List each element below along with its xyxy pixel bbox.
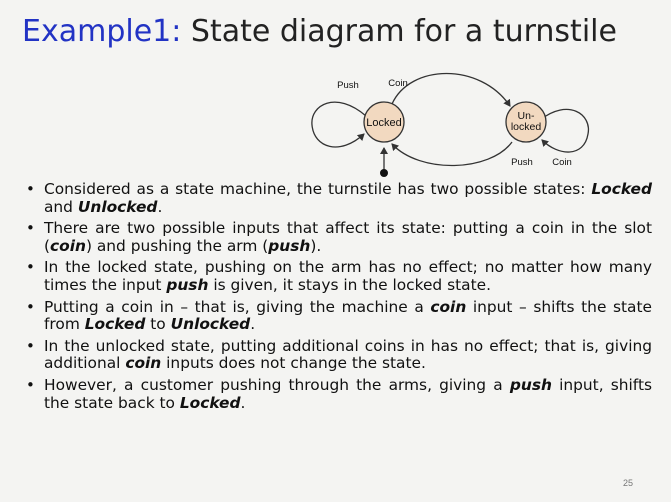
push-self-loop-locked [311,101,367,148]
coin-transition-arrow [391,73,511,107]
state-unlocked [505,101,547,143]
state-diagram: Locked Un- locked Push Coin Push Coin [311,73,590,177]
label-push-locked: Push [337,80,359,91]
state-unlocked-label-2: locked [511,121,542,133]
bullet-2: There are two possible inputs that affec… [26,219,652,255]
bullet-list: Considered as a state machine, the turns… [26,180,652,416]
label-push-unlocked: Push [511,157,533,168]
bullet-5: In the unlocked state, putting additiona… [26,337,652,373]
state-locked-label: Locked [366,117,401,129]
bullet-6: However, a customer pushing through the … [26,376,652,412]
title-accent: Example1: [22,14,182,49]
push-transition-arrow [391,141,513,167]
state-locked [363,101,405,143]
bullet-4: Putting a coin in – that is, giving the … [26,298,652,334]
title-text: State diagram for a turnstile [181,14,617,49]
initial-state-dot [380,169,388,177]
slide-title: Example1: State diagram for a turnstile [22,12,617,52]
bullet-1: Considered as a state machine, the turns… [26,180,652,216]
coin-self-loop-unlocked [539,108,590,153]
page-number: 25 [622,478,633,488]
label-coin-top: Coin [388,78,408,89]
state-unlocked-label-1: Un- [518,110,535,122]
bullet-3: In the locked state, pushing on the arm … [26,259,652,294]
label-coin-unlocked: Coin [552,157,572,168]
